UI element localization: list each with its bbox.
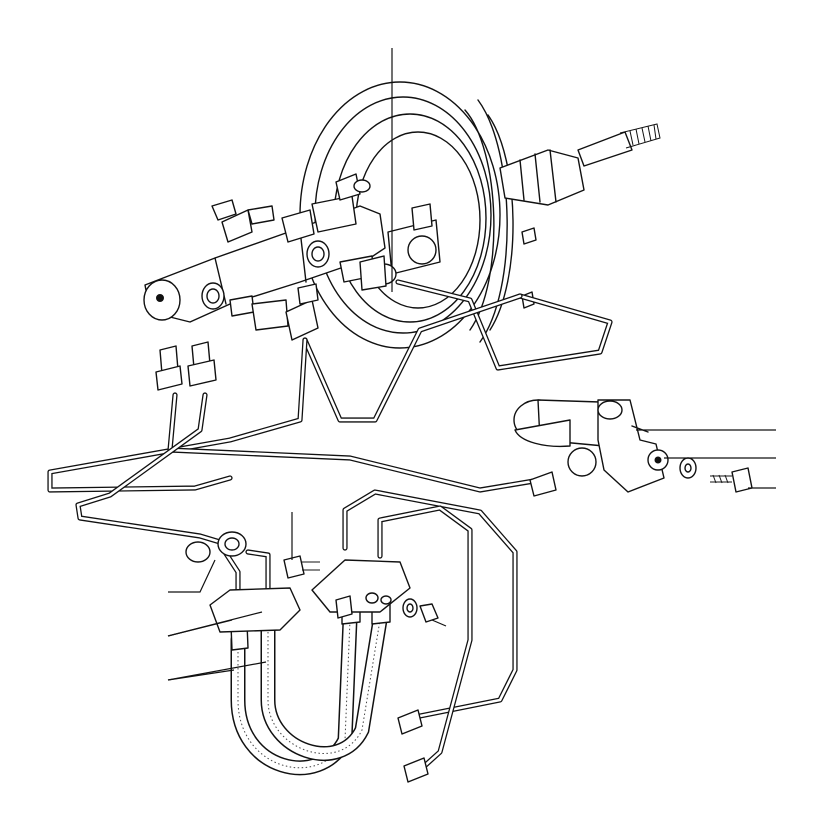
pipe-fittings (155, 255, 557, 783)
brake-lines (47, 279, 613, 773)
bracket-washer (402, 598, 418, 618)
bracket-bolt (283, 555, 320, 579)
hose-bracket (209, 559, 411, 633)
leader-lines (167, 48, 776, 681)
nut (419, 603, 439, 623)
washer (679, 457, 697, 479)
brake-pressure-regulator (513, 399, 669, 493)
master-cylinder (143, 173, 441, 323)
hex-bolt (710, 467, 753, 493)
